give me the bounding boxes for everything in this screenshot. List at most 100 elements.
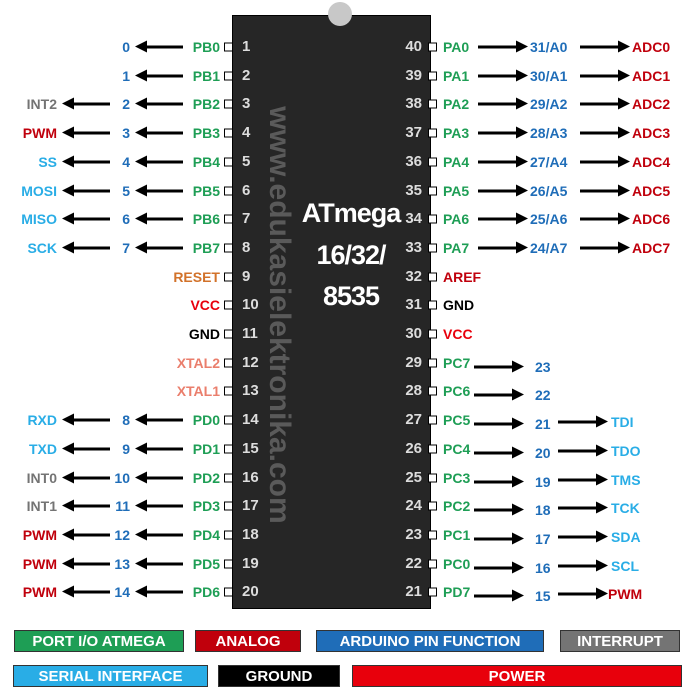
arrow-right-icon xyxy=(474,561,524,574)
port-label: VCC xyxy=(443,326,473,342)
legend-power: POWER xyxy=(352,665,682,687)
pin-number: 12 xyxy=(242,353,259,371)
port-label: PC1 xyxy=(443,526,471,543)
function-label: PWM xyxy=(22,584,57,601)
pin-pad xyxy=(224,329,233,339)
port-label: PA5 xyxy=(443,182,470,199)
pin-number: 4 xyxy=(242,124,251,142)
pin-number: 1 xyxy=(242,38,251,55)
arrow-left-icon xyxy=(62,97,110,110)
pin-pad xyxy=(224,272,233,282)
port-label: PA7 xyxy=(443,239,470,256)
function-label: ADC7 xyxy=(632,239,671,256)
arduino-pin-label: 22 xyxy=(535,387,551,404)
pin-pad xyxy=(428,444,437,454)
pin-pad xyxy=(428,358,437,368)
function-label: INT2 xyxy=(26,96,57,113)
pin-pad xyxy=(224,186,233,195)
chip-title: ATmega xyxy=(301,198,402,228)
function-label: PWM xyxy=(22,125,57,142)
port-label: PB6 xyxy=(192,211,220,228)
port-label: AREF xyxy=(443,268,482,285)
function-label: ADC0 xyxy=(632,39,671,55)
pin-number: 37 xyxy=(405,124,422,142)
arrow-right-icon xyxy=(478,69,528,82)
arrow-right-icon xyxy=(474,475,524,487)
arduino-pin-label: 0 xyxy=(122,39,130,55)
function-label: PWM xyxy=(22,555,57,572)
arrow-left-icon xyxy=(62,442,110,455)
arrow-left-icon xyxy=(135,40,183,53)
port-label: PA1 xyxy=(443,67,470,84)
pin-number: 26 xyxy=(405,439,422,457)
arrow-right-icon xyxy=(478,184,528,196)
pin-pad xyxy=(224,128,233,138)
arrow-right-icon xyxy=(478,97,528,110)
arduino-pin-label: 17 xyxy=(535,530,551,547)
pin-pad xyxy=(428,186,437,195)
arrow-right-icon xyxy=(580,241,630,254)
chip-body xyxy=(232,15,431,609)
arduino-pin-label: 9 xyxy=(122,440,130,457)
arrow-left-icon xyxy=(135,184,183,196)
port-label: PB0 xyxy=(192,39,220,55)
arduino-pin-label: 21 xyxy=(535,416,551,433)
arduino-pin-label: 2 xyxy=(122,96,130,113)
pin-number: 9 xyxy=(242,267,251,285)
arrow-left-icon xyxy=(135,442,183,455)
arrow-left-icon xyxy=(135,126,183,139)
arduino-pin-label: 12 xyxy=(114,526,130,543)
pin-pad xyxy=(428,42,437,52)
pin-number: 15 xyxy=(242,439,259,457)
arduino-pin-label: 28/A3 xyxy=(530,125,568,142)
arrow-right-icon xyxy=(474,388,524,401)
function-label: SCL xyxy=(611,557,639,574)
pin-pad xyxy=(428,501,437,511)
arrow-right-icon xyxy=(474,417,524,430)
pin-pad xyxy=(224,99,233,109)
arduino-pin-label: 15 xyxy=(535,588,551,605)
legend-port: PORT I/O ATMEGA xyxy=(14,630,184,652)
function-label: ADC6 xyxy=(632,211,671,228)
chip-variant: 16/32/ xyxy=(316,240,386,270)
function-label: MISO xyxy=(21,211,57,228)
pin-pad xyxy=(428,386,437,396)
arduino-pin-label: 16 xyxy=(535,559,551,576)
port-label: PA3 xyxy=(443,125,470,142)
function-label: TXD xyxy=(29,440,57,457)
pin-pad xyxy=(428,415,437,425)
function-label: PWM xyxy=(22,526,57,543)
port-label: XTAL2 xyxy=(176,354,220,371)
pin-pad xyxy=(224,530,233,540)
arrow-left-icon xyxy=(62,126,110,139)
arrow-left-icon xyxy=(135,585,183,598)
port-label: PB3 xyxy=(192,125,220,142)
arrow-right-icon xyxy=(580,155,630,168)
pin-pad xyxy=(224,214,233,224)
port-label: PA6 xyxy=(443,211,470,228)
arduino-pin-label: 30/A1 xyxy=(530,67,568,84)
pin-pad xyxy=(224,444,233,454)
arrow-right-icon xyxy=(580,97,630,110)
arrow-left-icon xyxy=(135,69,183,82)
arrow-left-icon xyxy=(135,557,183,570)
pin-number: 25 xyxy=(405,468,422,486)
pin-pad xyxy=(428,128,437,138)
arrow-left-icon xyxy=(135,212,183,225)
pin-number: 16 xyxy=(242,468,259,486)
legend-analog: ANALOG xyxy=(195,630,301,652)
function-label: MOSI xyxy=(21,182,57,199)
pin-pad xyxy=(224,42,233,52)
pin-pad xyxy=(224,358,233,368)
arrow-left-icon xyxy=(135,528,183,541)
function-label: ADC3 xyxy=(632,125,671,142)
pin-pad xyxy=(224,415,233,425)
port-label: PD7 xyxy=(443,584,471,601)
arrow-left-icon xyxy=(135,413,183,426)
function-label: ADC5 xyxy=(632,182,671,199)
arduino-pin-label: 5 xyxy=(122,182,130,199)
pin-number: 22 xyxy=(405,554,422,572)
pin-number: 28 xyxy=(405,382,422,400)
pin-number: 32 xyxy=(405,267,422,285)
arduino-pin-label: 10 xyxy=(114,469,130,486)
